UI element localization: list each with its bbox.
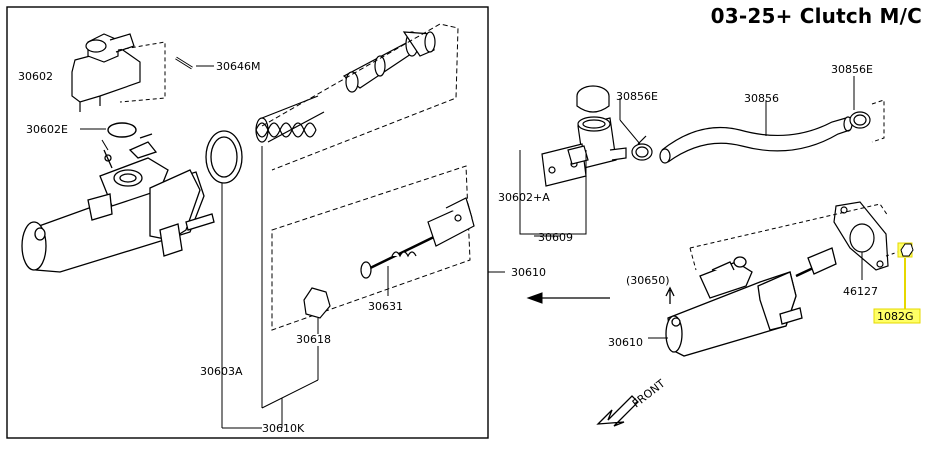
master-cylinder-assembly <box>665 247 837 357</box>
label-30856e-right: 30856E <box>831 63 873 76</box>
label-30631: 30631 <box>368 300 403 313</box>
seal-part <box>205 130 243 184</box>
label-1082g: 1082G <box>877 310 914 323</box>
label-30856e-left: 30856E <box>616 90 658 103</box>
hose-clamp-part-1 <box>631 135 653 161</box>
master-cylinder-part <box>21 133 215 273</box>
label-30603a: 30603A <box>200 365 243 378</box>
clevis-pin-part <box>303 287 331 319</box>
remote-reservoir-part <box>541 116 627 187</box>
push-rod-part <box>360 197 475 279</box>
highlight-box <box>873 308 921 324</box>
reservoir-part <box>71 33 141 112</box>
label-30602: 30602 <box>18 70 53 83</box>
label-30602-a: 30602+A <box>498 191 550 204</box>
label-30610-outer: 30610 <box>511 266 546 279</box>
front-arrow-icon <box>596 395 639 427</box>
hose-part <box>659 116 853 164</box>
label-30650: (30650) <box>626 274 670 287</box>
label-30610-assembly: 30610 <box>608 336 643 349</box>
pin-part <box>175 56 193 70</box>
detail-frame <box>6 6 489 439</box>
label-30602e: 30602E <box>26 123 68 136</box>
label-30618: 30618 <box>296 333 331 346</box>
label-46127: 46127 <box>843 285 878 298</box>
reservoir-cap-part <box>576 85 610 113</box>
label-30610k: 30610K <box>262 422 305 435</box>
piston-part <box>342 31 436 93</box>
gasket-part <box>833 201 889 271</box>
label-30646m: 30646M <box>216 60 260 73</box>
label-front: FRONT <box>630 377 668 411</box>
hose-clamp-part-2 <box>849 111 871 129</box>
direction-arrow <box>526 292 610 304</box>
o-ring-part <box>107 122 137 138</box>
label-30856: 30856 <box>744 92 779 105</box>
diagram-title: 03-25+ Clutch M/C <box>710 4 922 28</box>
label-30609: 30609 <box>538 231 573 244</box>
spring-part <box>255 95 325 143</box>
nut-part <box>897 242 914 258</box>
